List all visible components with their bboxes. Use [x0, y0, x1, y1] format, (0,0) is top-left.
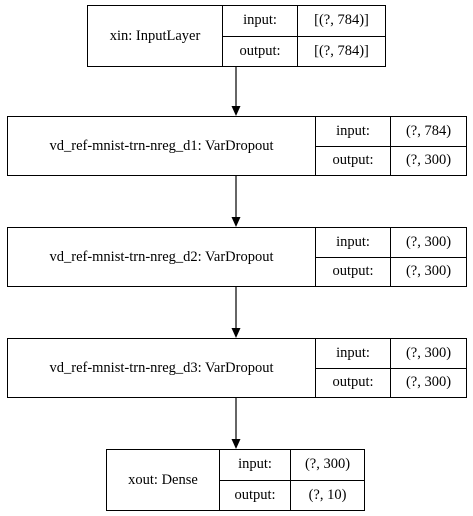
- layer-node-d3: vd_ref-mnist-trn-nreg_d3: VarDropout inp…: [7, 338, 467, 398]
- input-label: input:: [316, 228, 391, 257]
- layer-node-d2: vd_ref-mnist-trn-nreg_d2: VarDropout inp…: [7, 227, 467, 287]
- output-label: output:: [223, 36, 298, 66]
- output-label: output:: [220, 480, 291, 510]
- input-shape: [(?, 784)]: [314, 12, 369, 29]
- layer-node-d1: vd_ref-mnist-trn-nreg_d1: VarDropout inp…: [7, 116, 467, 176]
- layer-name: vd_ref-mnist-trn-nreg_d1: VarDropout: [8, 117, 316, 175]
- input-label: input:: [220, 450, 291, 480]
- layer-name: xout: Dense: [107, 450, 220, 510]
- input-shape: (?, 300): [405, 233, 452, 250]
- output-label: output:: [316, 368, 391, 397]
- output-shape: (?, 300): [405, 374, 452, 391]
- output-label: output:: [316, 146, 391, 175]
- output-label: output:: [316, 257, 391, 286]
- input-label: input:: [316, 339, 391, 368]
- layer-name: vd_ref-mnist-trn-nreg_d2: VarDropout: [8, 228, 316, 286]
- edge-1-2: [231, 176, 241, 227]
- input-shape: (?, 300): [405, 344, 452, 361]
- output-shape: (?, 10): [308, 486, 347, 503]
- layer-node-xout: xout: Dense input: (?, 300) output: (?, …: [106, 449, 365, 511]
- layer-name: vd_ref-mnist-trn-nreg_d3: VarDropout: [8, 339, 316, 397]
- layer-name: xin: InputLayer: [88, 6, 223, 66]
- output-shape: (?, 300): [405, 263, 452, 280]
- output-shape: [(?, 784)]: [314, 42, 369, 59]
- input-shape: (?, 300): [304, 456, 351, 473]
- input-label: input:: [223, 6, 298, 36]
- edge-3-4: [231, 398, 241, 449]
- layer-node-xin: xin: InputLayer input: [(?, 784)] output…: [87, 5, 386, 67]
- output-shape: (?, 300): [405, 152, 452, 169]
- input-shape: (?, 784): [405, 122, 452, 139]
- edge-2-3: [231, 287, 241, 338]
- edge-0-1: [231, 67, 241, 116]
- input-label: input:: [316, 117, 391, 146]
